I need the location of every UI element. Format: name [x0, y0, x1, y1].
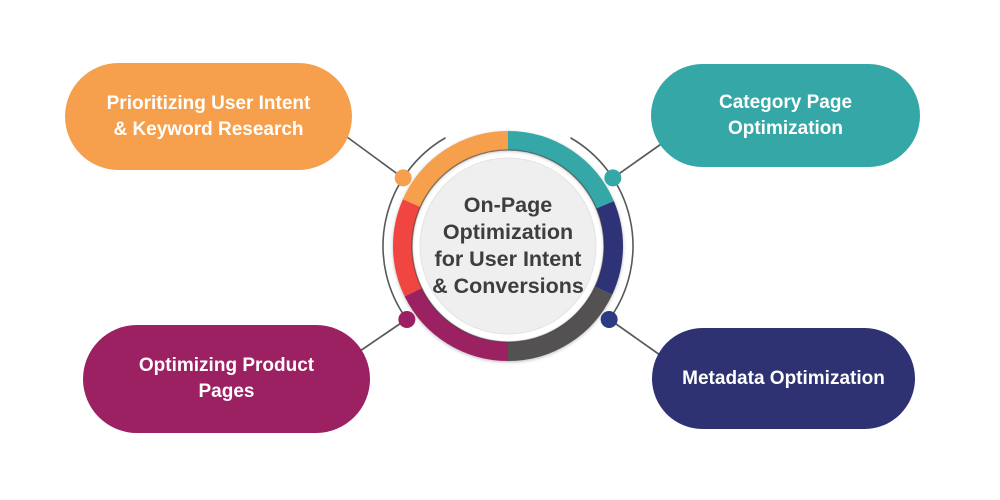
ring-segment-navy [594, 201, 623, 295]
node-category-page-optimization: Category Page Optimization [651, 64, 920, 167]
node-metadata-optimization: Metadata Optimization [652, 328, 915, 429]
center-title-line: Optimization [442, 220, 574, 244]
node-label-line: Prioritizing User Intent [106, 92, 311, 114]
connector-dot-bottom-right [600, 310, 618, 328]
connector-line-top-right [612, 141, 665, 179]
center-disk [419, 157, 597, 335]
ring-segment-teal [507, 131, 614, 209]
connector-dot-top-left [394, 169, 412, 187]
connector-dot-top-right [604, 169, 622, 187]
node-optimizing-product-pages: Optimizing Product Pages [83, 325, 370, 433]
ring-segment-orange [402, 131, 509, 208]
center-title-line: for User Intent [434, 247, 582, 271]
node-label-line: & Keyword Research [113, 118, 304, 140]
node-prioritizing-user-intent: Prioritizing User Intent & Keyword Resea… [65, 63, 352, 170]
center-title: On-Page Optimization for User Intent & C… [413, 181, 603, 311]
ring-segment-magenta [404, 287, 509, 361]
node-label-line: Metadata Optimization [682, 367, 885, 389]
node-label-line: Pages [198, 381, 255, 402]
node-label-line: Optimizing Product [138, 355, 315, 376]
connector-dot-bottom-left [398, 310, 416, 328]
guide-arc-left [382, 137, 446, 320]
connector-line-bottom-left [359, 318, 408, 352]
node-label-line: Optimization [727, 117, 844, 139]
ring-segment-gray [507, 286, 613, 361]
center-title-line: On-Page [463, 193, 553, 217]
guide-arc-right [570, 137, 634, 319]
connector-line-top-left [346, 136, 404, 179]
node-label-line: Category Page [718, 91, 853, 113]
ring-inner-edge [411, 149, 605, 343]
ring-segment-red [393, 199, 422, 297]
connector-line-bottom-right [608, 318, 661, 356]
center-title-line: & Conversions [432, 274, 584, 298]
